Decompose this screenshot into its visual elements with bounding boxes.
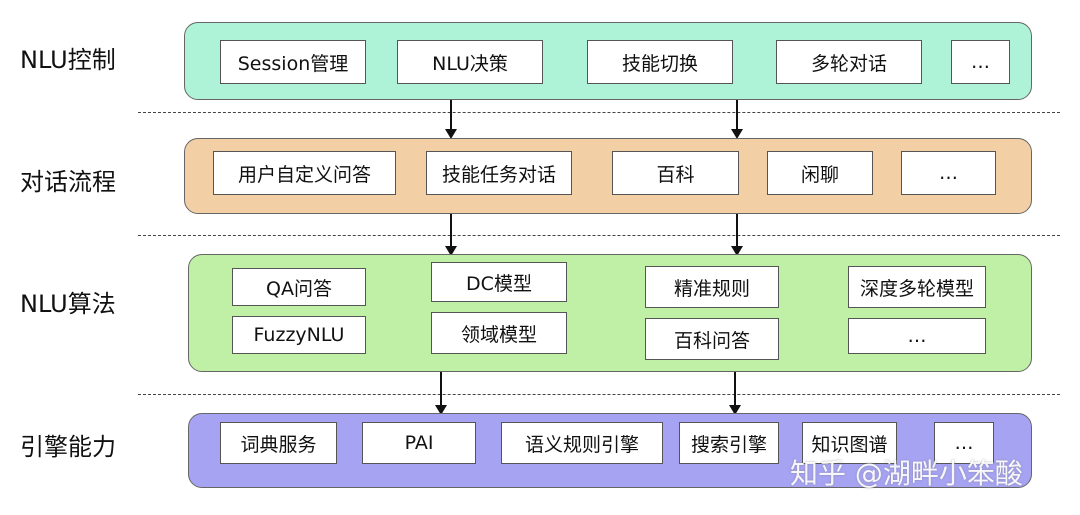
layer-label-dialog-flow: 对话流程 xyxy=(20,168,116,196)
arrow-down-3b xyxy=(729,372,741,415)
nlu-control-more-box: … xyxy=(951,40,1010,84)
arrow-down-1b xyxy=(731,100,743,139)
search-engine-box: 搜索引擎 xyxy=(679,422,779,464)
separator-3 xyxy=(138,394,1060,395)
knowledge-graph-box: 知识图谱 xyxy=(802,422,897,464)
nlu-algorithm-more-box: … xyxy=(848,318,986,354)
separator-2 xyxy=(138,235,1060,236)
layer-label-nlu-algorithm: NLU算法 xyxy=(20,290,116,318)
deep-multi-turn-model-box: 深度多轮模型 xyxy=(848,266,986,308)
separator-1 xyxy=(138,112,1060,113)
encyclopedia-qa-box: 百科问答 xyxy=(645,318,779,360)
dialog-flow-more-box: … xyxy=(901,151,996,195)
dc-model-box: DC模型 xyxy=(431,262,567,302)
arrow-down-2a xyxy=(445,214,457,256)
fuzzy-nlu-box: FuzzyNLU xyxy=(232,316,366,354)
nlu-decision-box: NLU决策 xyxy=(397,40,543,84)
arrow-down-1a xyxy=(445,100,457,139)
encyclopedia-box: 百科 xyxy=(612,151,739,195)
chitchat-box: 闲聊 xyxy=(767,151,873,195)
pai-box: PAI xyxy=(362,422,476,464)
zhihu-watermark: 知乎 @湖畔小笨酸 xyxy=(790,457,1023,490)
qa-box: QA问答 xyxy=(232,268,366,306)
dictionary-service-box: 词典服务 xyxy=(220,422,337,464)
layer-label-engine: 引擎能力 xyxy=(20,433,116,461)
semantic-rule-engine-box: 语义规则引擎 xyxy=(501,422,663,464)
multi-turn-dialog-box: 多轮对话 xyxy=(776,40,922,84)
skill-switch-box: 技能切换 xyxy=(587,40,733,84)
custom-qa-box: 用户自定义问答 xyxy=(213,151,396,195)
session-management-box: Session管理 xyxy=(220,40,366,84)
layer-label-nlu-control: NLU控制 xyxy=(20,46,116,74)
skill-task-dialog-box: 技能任务对话 xyxy=(426,151,572,195)
precise-rules-box: 精准规则 xyxy=(645,266,779,308)
arrow-down-3a xyxy=(435,372,447,415)
engine-more-box: … xyxy=(934,422,994,464)
domain-model-box: 领域模型 xyxy=(431,312,567,354)
arrow-down-2b xyxy=(731,214,743,256)
